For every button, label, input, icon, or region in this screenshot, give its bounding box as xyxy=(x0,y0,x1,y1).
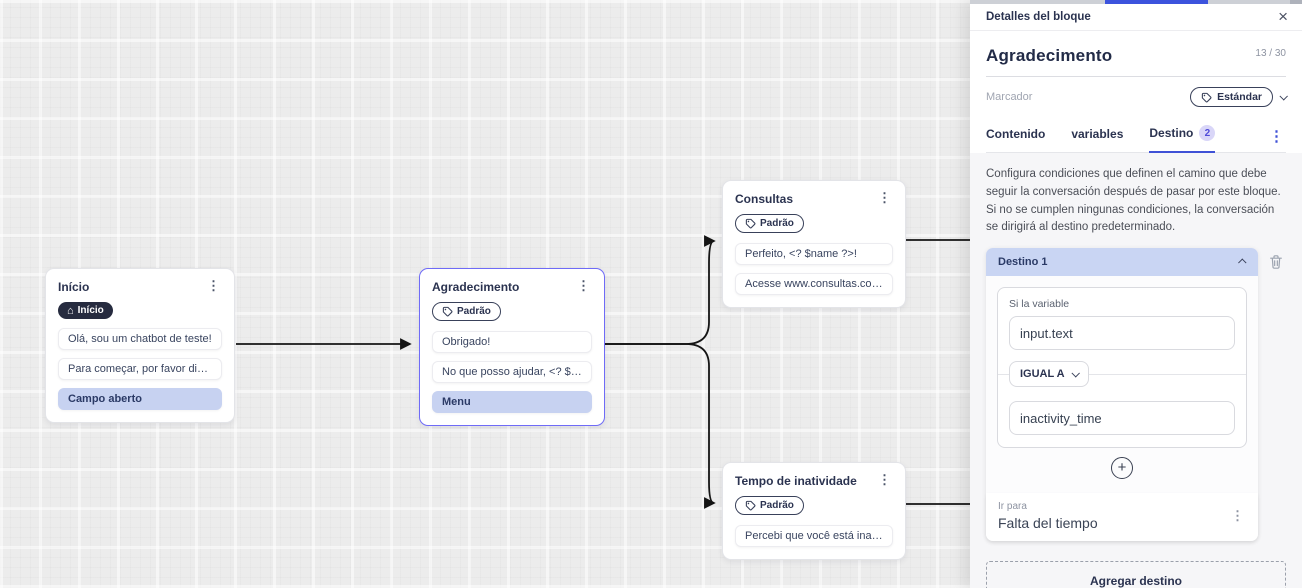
message-row[interactable]: Olá, sou um chatbot de teste! xyxy=(58,328,222,350)
condition-divider: IGUAL A xyxy=(998,361,1246,388)
marker-badge: Padrão xyxy=(432,302,501,321)
node-title: Agradecimento xyxy=(432,280,520,294)
tab-contenido[interactable]: Contenido xyxy=(986,121,1045,153)
marker-select[interactable]: Estándar xyxy=(1190,87,1288,107)
home-icon: ⌂ xyxy=(67,304,74,317)
node-rows: Obrigado! No que posso ajudar, <? $name … xyxy=(432,331,592,413)
badge-label: Início xyxy=(77,305,104,316)
tag-icon xyxy=(745,500,756,511)
tag-icon xyxy=(1201,92,1212,102)
trash-icon xyxy=(1270,255,1282,270)
delete-destination-button[interactable] xyxy=(1266,253,1286,273)
badge-label: Padrão xyxy=(760,218,794,229)
title-divider xyxy=(986,76,1286,77)
goto-value: Falta del tiempo xyxy=(998,515,1098,532)
start-badge: ⌂Início xyxy=(58,302,113,319)
goto-section[interactable]: Ir para Falta del tiempo ⋮ xyxy=(986,493,1258,542)
tab-variables[interactable]: variables xyxy=(1071,121,1123,153)
node-rows: Olá, sou um chatbot de teste! Para começ… xyxy=(58,328,222,410)
menu-row[interactable]: Menu xyxy=(432,391,592,413)
destination-card-header[interactable]: Destino 1 xyxy=(986,248,1258,277)
operator-value: IGUAL A xyxy=(1020,368,1065,381)
goto-kebab-icon[interactable]: ⋮ xyxy=(1231,508,1244,524)
tab-options-kebab-icon[interactable]: ⋮ xyxy=(1269,128,1284,145)
flow-edges xyxy=(236,235,982,509)
destination-header-label: Destino 1 xyxy=(998,256,1048,269)
destino-description: Configura condiciones que definen el cam… xyxy=(986,168,1281,234)
condition-card: Si la variable IGUAL A xyxy=(997,287,1247,449)
node-rows: Perfeito, <? $name ?>! Acesse www.consul… xyxy=(735,243,893,295)
strip-active-segment xyxy=(1105,0,1208,4)
node-header: Consultas ⋮ xyxy=(735,190,893,206)
message-row[interactable]: Para começar, por favor digite o ... xyxy=(58,358,222,380)
flow-node-inicio[interactable]: Início ⋮ ⌂Início Olá, sou um chatbot de … xyxy=(45,268,235,423)
name-length-counter: 13 / 30 xyxy=(1255,48,1286,59)
kebab-menu-icon[interactable]: ⋮ xyxy=(577,278,590,293)
goto-label: Ir para xyxy=(998,501,1027,513)
flow-node-agradecimento[interactable]: Agradecimento ⋮ Padrão Obrigado! No que … xyxy=(419,268,605,426)
kebab-menu-icon[interactable]: ⋮ xyxy=(878,472,891,487)
badge-label: Padrão xyxy=(457,306,491,317)
marker-row: Marcador Estándar xyxy=(970,77,1302,111)
flow-node-tempo-inatividade[interactable]: Tempo de inatividade ⋮ Padrão Percebi qu… xyxy=(722,462,906,560)
tab-label: Destino xyxy=(1149,126,1194,140)
message-row[interactable]: No que posso ajudar, <? $name ... xyxy=(432,361,592,383)
node-header: Início ⋮ xyxy=(58,278,222,294)
block-details-panel: Detalles del bloque × Agradecimento 13 /… xyxy=(970,0,1302,588)
marker-label: Marcador xyxy=(986,91,1033,103)
message-row[interactable]: Perfeito, <? $name ?>! xyxy=(735,243,893,265)
node-title: Tempo de inatividade xyxy=(735,474,857,488)
tab-label: Contenido xyxy=(986,127,1046,141)
destino-count-badge: 2 xyxy=(1199,125,1216,141)
variable-input[interactable] xyxy=(1009,316,1235,351)
kebab-menu-icon[interactable]: ⋮ xyxy=(878,190,891,205)
add-condition-wrap: + xyxy=(997,448,1247,487)
node-header: Tempo de inatividade ⋮ xyxy=(735,472,893,488)
node-header: Agradecimento ⋮ xyxy=(432,278,592,294)
panel-header: Detalles del bloque × xyxy=(970,4,1302,31)
tag-icon xyxy=(745,218,756,229)
block-title-row: Agradecimento 13 / 30 xyxy=(970,31,1302,66)
node-title: Consultas xyxy=(735,192,794,206)
marker-pill[interactable]: Estándar xyxy=(1190,87,1273,107)
chevron-up-icon[interactable] xyxy=(1238,258,1247,268)
condition-label: Si la variable xyxy=(1009,298,1070,311)
flow-node-consultas[interactable]: Consultas ⋮ Padrão Perfeito, <? $name ?>… xyxy=(722,180,906,308)
tag-icon xyxy=(442,306,453,317)
message-row[interactable]: Acesse www.consultas.com par... xyxy=(735,273,893,295)
compare-value-input[interactable] xyxy=(1009,401,1235,436)
goto-text: Ir para Falta del tiempo xyxy=(998,501,1098,531)
node-title: Início xyxy=(58,280,90,294)
add-condition-button[interactable]: + xyxy=(1111,457,1133,480)
operator-select[interactable]: IGUAL A xyxy=(1009,361,1089,388)
marker-badge: Padrão xyxy=(735,496,804,515)
close-icon[interactable]: × xyxy=(1278,7,1288,26)
tab-label: variables xyxy=(1071,127,1124,141)
chevron-down-icon[interactable] xyxy=(1279,92,1288,101)
open-field-row[interactable]: Campo aberto xyxy=(58,388,222,410)
destination-card: Destino 1 Si la variable IGUAL A + xyxy=(986,248,1258,542)
chevron-down-icon xyxy=(1071,369,1080,378)
kebab-menu-icon[interactable]: ⋮ xyxy=(207,278,220,293)
message-row[interactable]: Percebi que você está inativo. C... xyxy=(735,525,893,547)
panel-tabs: Contenido variables Destino 2 ⋮ xyxy=(986,119,1286,153)
strip-end-segment xyxy=(1290,0,1302,4)
marker-value: Estándar xyxy=(1217,91,1262,103)
add-destination-button[interactable]: Agregar destino xyxy=(986,561,1286,588)
panel-title: Detalles del bloque xyxy=(986,11,1091,23)
badge-label: Padrão xyxy=(760,500,794,511)
node-rows: Percebi que você está inativo. C... xyxy=(735,525,893,547)
destino-tab-content: Configura condiciones que definen el cam… xyxy=(970,153,1302,588)
block-name[interactable]: Agradecimento xyxy=(986,46,1113,65)
destination-card-body: Si la variable IGUAL A + xyxy=(986,276,1258,493)
destination-row: Destino 1 Si la variable IGUAL A + xyxy=(986,248,1286,542)
message-row[interactable]: Obrigado! xyxy=(432,331,592,353)
marker-badge: Padrão xyxy=(735,214,804,233)
tab-destino[interactable]: Destino 2 xyxy=(1149,119,1216,153)
panel-top-strip xyxy=(970,0,1302,4)
